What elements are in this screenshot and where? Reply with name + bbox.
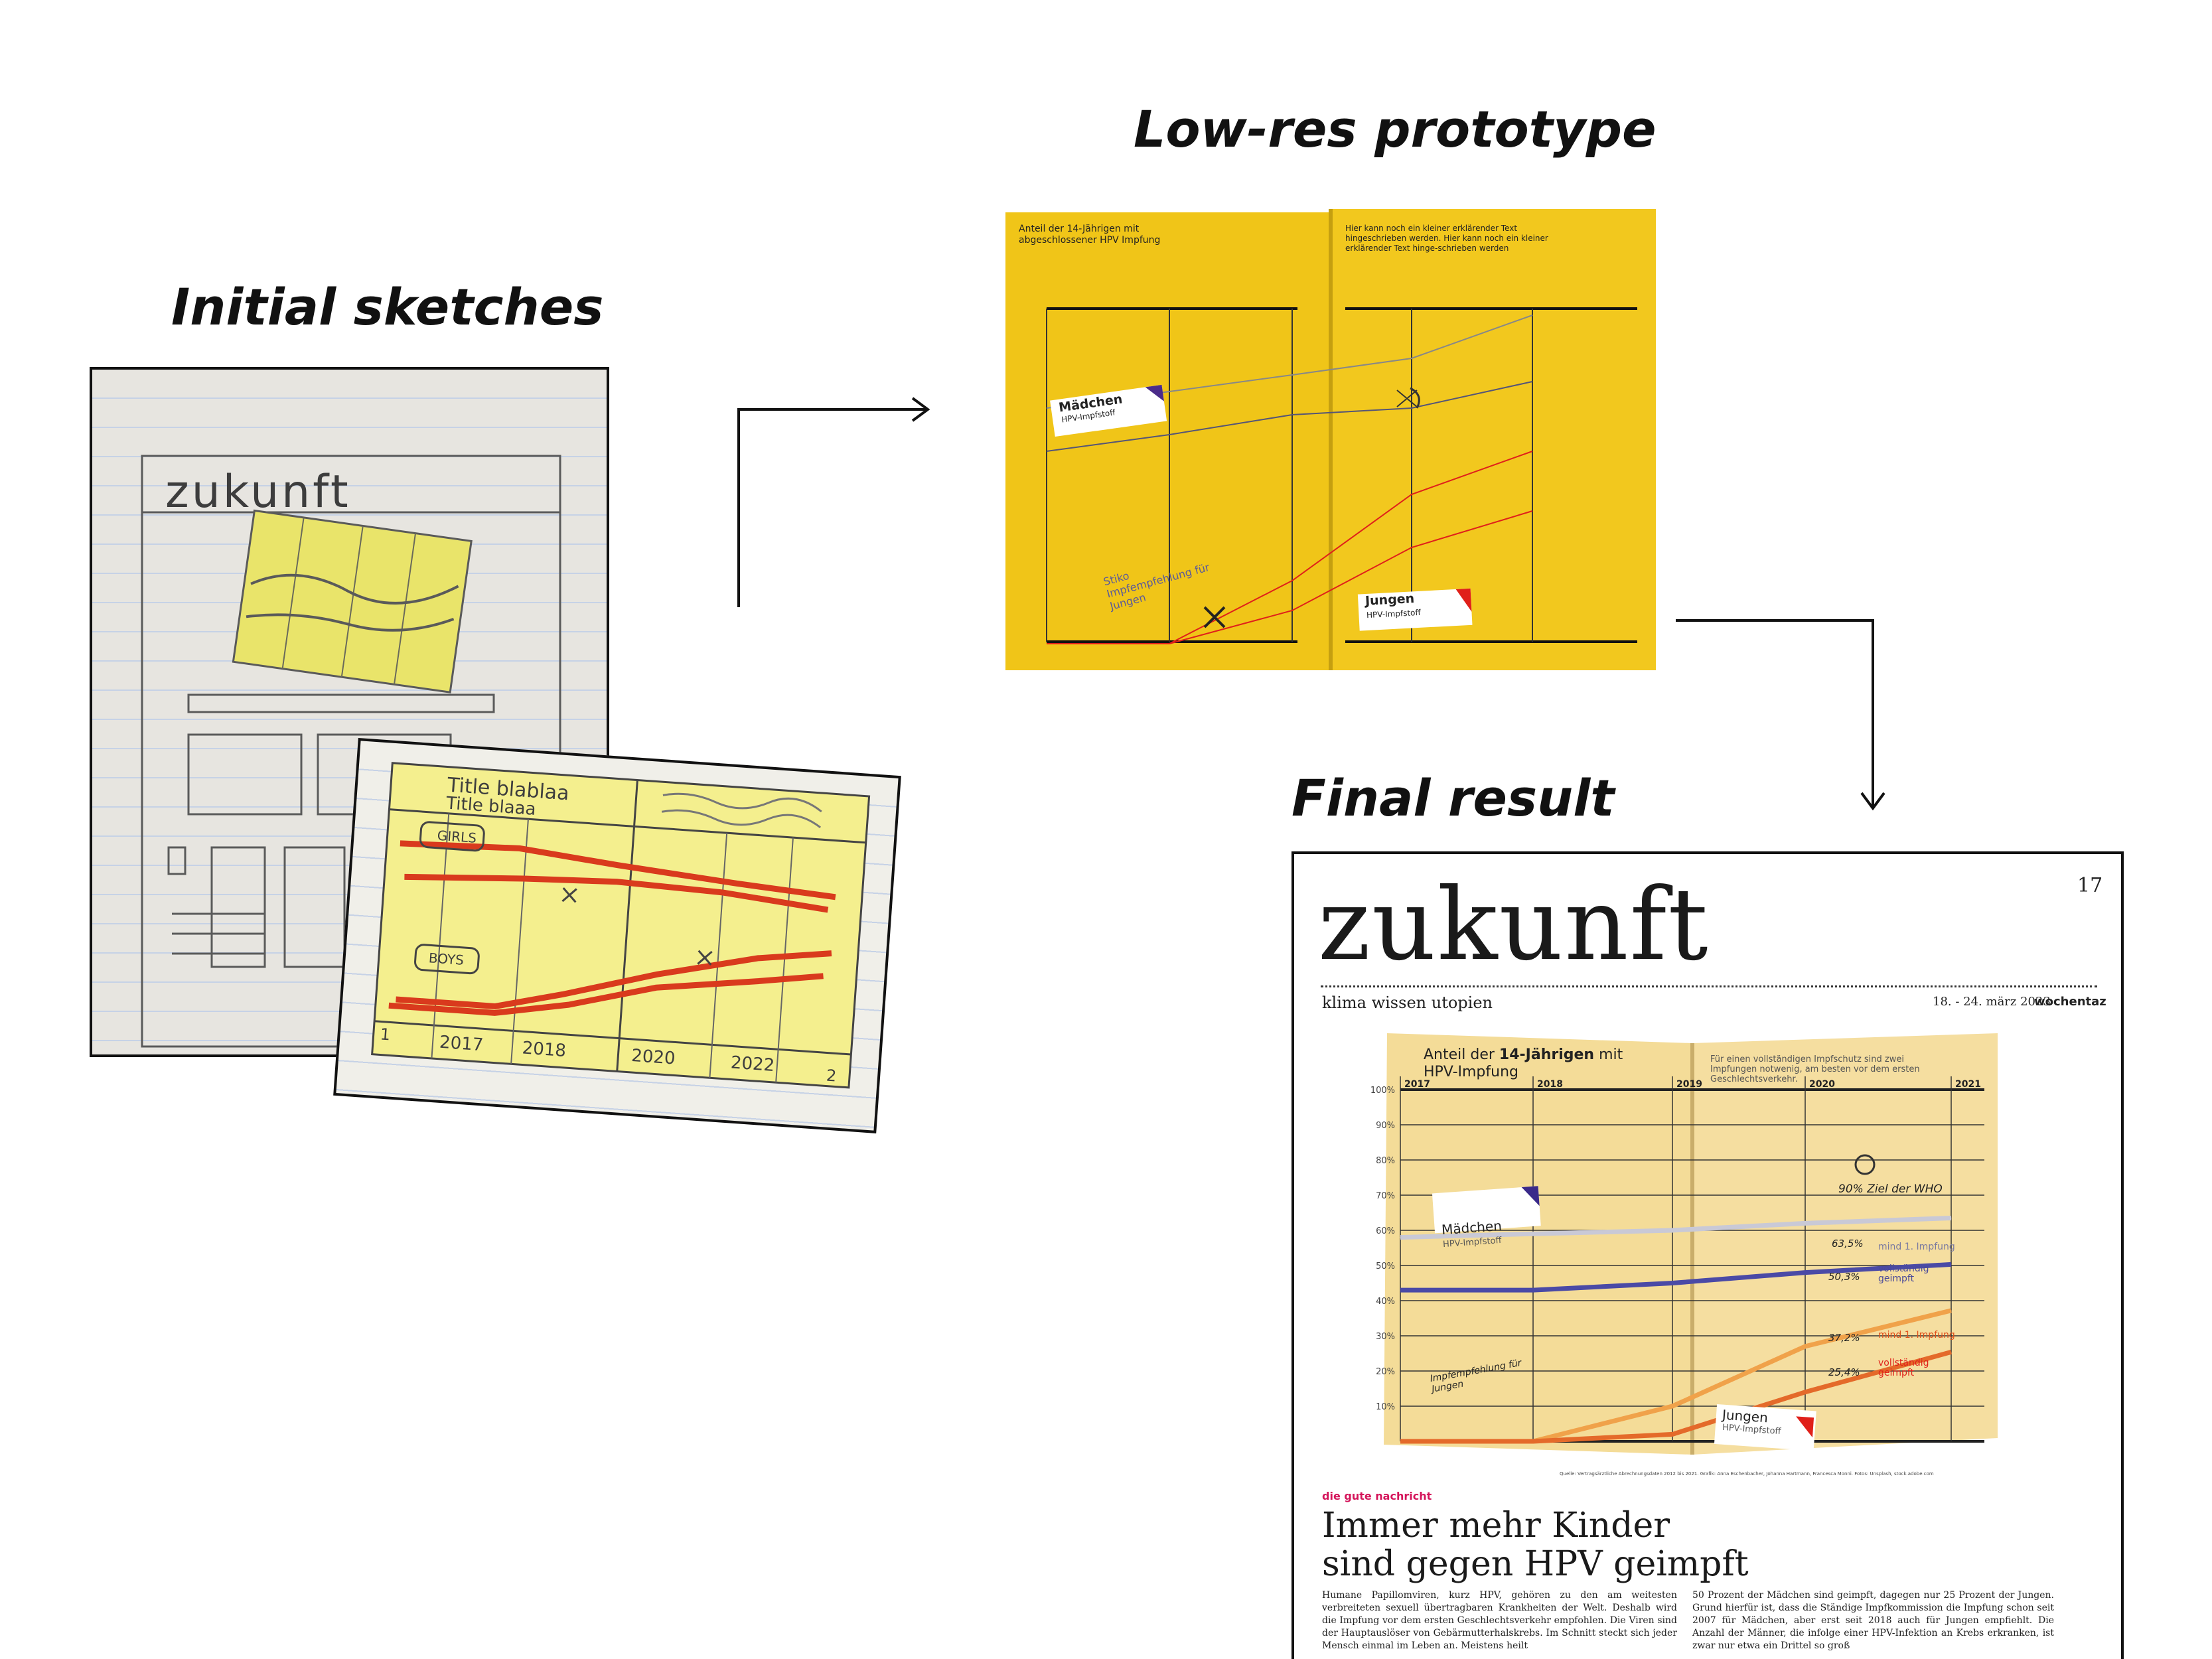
final-value-boys-full: 25,4%: [1828, 1366, 1860, 1378]
series-2-point-4: [1951, 1310, 1952, 1311]
final-who-goal-marker: [1854, 1154, 1876, 1175]
final-chart: 100% 90% 80% 70% 60% 50% 40% 30% 20% 10% 2017 2018 2…: [1370, 1033, 1998, 1455]
final-body-right: 50 Prozent der Mädchen sind geimpft, dag…: [1692, 1590, 2054, 1651]
x-tick-2018: 2018: [1537, 1079, 1563, 1090]
series-0-point-3: [1805, 1222, 1806, 1224]
sketch-b-label-boys: BOYS: [428, 950, 465, 968]
series-3-point-2: [1672, 1433, 1673, 1435]
sketch-b-year-4: 2022: [730, 1052, 776, 1076]
final-masthead: zukunft: [1318, 867, 1710, 983]
heading-sketches: Initial sketches: [171, 277, 604, 336]
series-3-point-0: [1400, 1441, 1401, 1442]
y-tick-40: 40%: [1376, 1297, 1395, 1307]
heading-prototype: Low-res prototype: [1134, 100, 1657, 159]
final-body-left: Humane Papillomviren, kurz HPV, gehören …: [1322, 1590, 1677, 1651]
x-tick-2020: 2020: [1809, 1079, 1835, 1090]
sketch-b-year-3: 2020: [630, 1045, 676, 1069]
y-tick-20: 20%: [1376, 1367, 1395, 1377]
y-tick-70: 70%: [1376, 1191, 1395, 1201]
sketch-b-year-2: 2018: [521, 1038, 567, 1062]
prototype-right-text: Hier kann noch ein kleiner erklärender T…: [1345, 224, 1548, 253]
final-chart-lines: [1400, 1215, 1952, 1444]
final-chart-title-post: mit: [1594, 1046, 1623, 1063]
final-headline-1: Immer mehr Kinder: [1322, 1506, 1670, 1546]
sketch-b-year-1: 2017: [439, 1032, 484, 1056]
series-1-point-0: [1400, 1289, 1401, 1291]
final-chart-title-bold: 14-Jährigen: [1499, 1046, 1595, 1063]
final-value-boys-first: 37,2%: [1828, 1332, 1860, 1344]
final-chart-title-line2: HPV-Impfung: [1424, 1064, 1518, 1080]
final-series-boys-first: mind 1. Impfung: [1878, 1330, 1955, 1340]
sketch-girls-line-1: [400, 840, 836, 901]
final-tagline: klima wissen utopien: [1322, 993, 1493, 1012]
y-tick-30: 30%: [1376, 1332, 1395, 1342]
final-chart-title: Anteil der 14-Jährigen mit: [1424, 1046, 1623, 1063]
final-page-number: 17: [2077, 874, 2103, 897]
arrow-prototype-to-final-head: [1860, 792, 1885, 811]
series-1-point-4: [1951, 1263, 1952, 1265]
final-label-girls-tag: [1432, 1186, 1541, 1234]
final-chart-paper: [1384, 1033, 1998, 1455]
y-tick-50: 50%: [1376, 1262, 1395, 1271]
sketch-b-corner-left: 1: [379, 1025, 391, 1045]
series-0-point-0: [1400, 1237, 1401, 1238]
arrow-sketch-to-prototype: [737, 408, 926, 607]
series-3-point-1: [1532, 1441, 1534, 1442]
final-who-goal: 90% Ziel der WHO: [1838, 1183, 1943, 1196]
final-source: Quelle: Vertragsärztliche Abrechnungsdat…: [1560, 1471, 1934, 1477]
y-tick-100: 100%: [1370, 1086, 1395, 1096]
final-chart-grid: 100% 90% 80% 70% 60% 50% 40% 30% 20% 10% 2017 2018 2…: [1370, 1076, 1984, 1443]
final-date: 18. - 24. märz 2023: [1933, 995, 2051, 1009]
final-series-girls-first: mind 1. Impfung: [1878, 1242, 1955, 1252]
series-2-point-2: [1672, 1406, 1673, 1407]
sketch-b-label-girls: GIRLS: [437, 827, 477, 846]
final-chart-note: Für einen vollständigen Impfschutz sind …: [1710, 1054, 1920, 1084]
sketch-chart-drawing: [371, 762, 871, 1089]
series-1-point-3: [1805, 1272, 1806, 1273]
prototype-left-title: Anteil der 14-Jährigen mit abgeschlossen…: [1019, 224, 1161, 246]
final-value-girls-full: 50,3%: [1828, 1271, 1860, 1283]
final-label-boys-tag: [1714, 1404, 1816, 1451]
sketch-girls-line-2: [404, 873, 829, 913]
proto-boys-line-2: [1047, 510, 1533, 644]
series-0-point-2: [1672, 1230, 1673, 1231]
final-brand: wochentaz: [2034, 995, 2106, 1009]
prototype-label-boys: Jungen: [1364, 591, 1415, 609]
final-kicker: die gute nachricht: [1322, 1490, 1432, 1502]
final-dotted-rule: [1321, 985, 2097, 987]
y-tick-10: 10%: [1376, 1402, 1395, 1412]
arrow-prototype-to-final: [1676, 619, 1874, 806]
prototype-spread: Anteil der 14-Jährigen mit abgeschlossen…: [1005, 209, 1656, 670]
sketch-boys-line-2: [388, 973, 824, 1016]
x-tick-2017: 2017: [1404, 1079, 1430, 1090]
final-chart-title-pre: Anteil der: [1424, 1046, 1499, 1063]
prototype-drawing: [1005, 209, 1656, 670]
sketch-a-title: zukunft: [165, 466, 351, 518]
final-value-girls-first: 63,5%: [1832, 1238, 1864, 1250]
final-series-girls-full: vollständig geimpft: [1878, 1263, 1929, 1284]
sketch-boys-line-1: [396, 950, 832, 1009]
final-newspaper-page: zukunft 17 klima wissen utopien 18. - 24…: [1291, 851, 2124, 1659]
sketch-chart: Title blablaa Title blaaa GIRLS BOYS 1 2…: [333, 738, 901, 1133]
series-1-point-1: [1532, 1289, 1534, 1291]
y-tick-80: 80%: [1376, 1156, 1395, 1166]
final-headline-2: sind gegen HPV geimpft: [1322, 1544, 1749, 1584]
heading-final: Final result: [1291, 768, 1615, 828]
x-tick-2021: 2021: [1955, 1079, 1981, 1090]
arrow-sketch-to-prototype-head: [911, 397, 930, 422]
proto-girls-line-2: [1046, 381, 1533, 452]
y-tick-60: 60%: [1376, 1226, 1395, 1236]
y-tick-90: 90%: [1376, 1121, 1395, 1131]
x-tick-2019: 2019: [1676, 1079, 1702, 1090]
final-series-boys-full: vollständig geimpft: [1878, 1358, 1929, 1378]
sketch-b-corner-right: 2: [826, 1066, 838, 1086]
